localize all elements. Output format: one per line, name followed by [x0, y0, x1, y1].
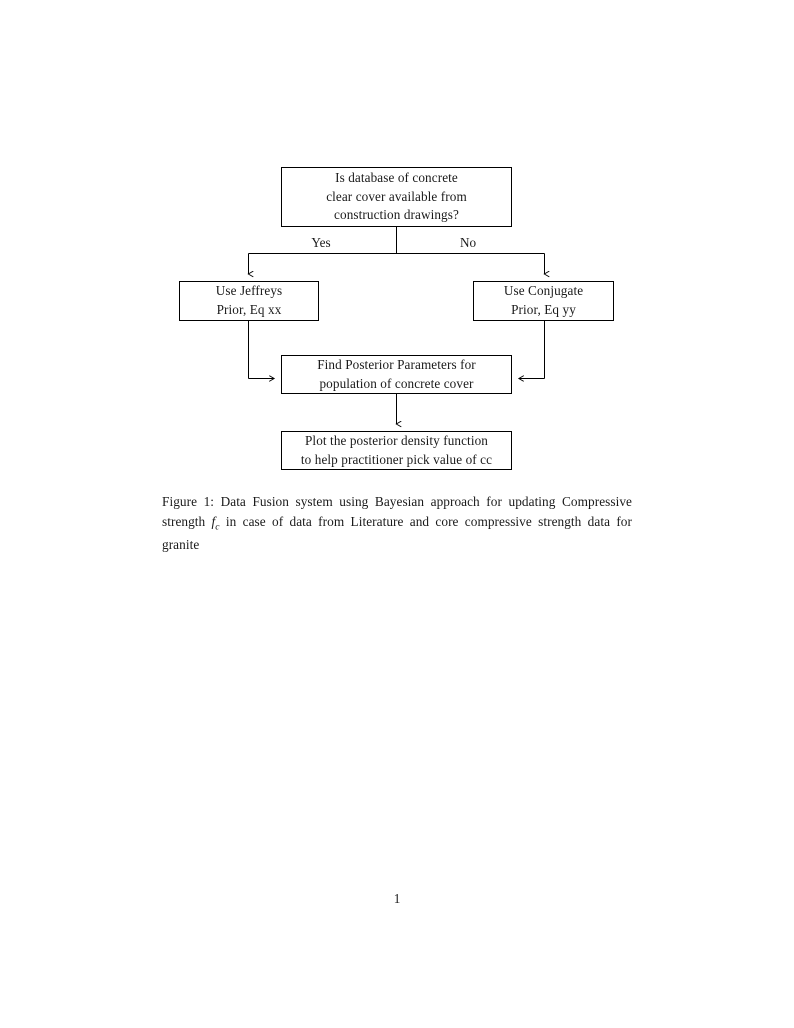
- caption-math-variable: fc: [211, 514, 220, 533]
- node-posterior-line-1: Find Posterior Parameters for: [317, 356, 476, 372]
- node-jeffreys-line-2: Prior, Eq xx: [216, 302, 282, 317]
- page-number: 1: [393, 891, 401, 906]
- node-plot-line-1: Plot the posterior density function: [305, 432, 488, 448]
- node-question-line-2: clear cover available from: [326, 188, 467, 204]
- node-conjugate-line-1: Use Conjugate: [503, 283, 584, 299]
- flow-node-find-posterior: Find Posterior Parameters for population…: [281, 355, 512, 394]
- node-jeffreys-line-1: Use Jeffreys: [215, 283, 283, 299]
- caption-text-after-math: in case of data from Literature and core…: [162, 514, 632, 553]
- caption-label: Figure 1:: [162, 494, 215, 509]
- flow-node-conjugate-prior: Use Conjugate Prior, Eq yy: [473, 281, 614, 321]
- caption-math-subscript: c: [215, 521, 220, 533]
- edge-label-no: No: [459, 235, 477, 250]
- node-conjugate-line-2: Prior, Eq yy: [511, 302, 576, 317]
- caption-text-before-math: Data Fusion system using Bayesian approa…: [162, 494, 632, 530]
- node-question-line-1: Is database of concrete: [335, 169, 458, 185]
- flow-node-jeffreys-prior: Use Jeffreys Prior, Eq xx: [179, 281, 319, 321]
- flowchart-connectors: [0, 227, 794, 490]
- node-plot-line-2: to help practitioner pick value of cc: [300, 451, 493, 467]
- caption-math-base: f: [211, 514, 216, 530]
- flow-node-plot-density: Plot the posterior density function to h…: [281, 431, 512, 470]
- edge-label-yes: Yes: [311, 235, 331, 250]
- figure-caption: Figure 1: Data Fusion system using Bayes…: [162, 492, 632, 556]
- node-posterior-line-2: population of concrete cover: [319, 375, 474, 391]
- figure-flowchart: Is database of concrete clear cover avai…: [0, 0, 794, 490]
- flow-node-question: Is database of concrete clear cover avai…: [281, 167, 512, 227]
- node-question-line-3: construction drawings?: [334, 207, 459, 223]
